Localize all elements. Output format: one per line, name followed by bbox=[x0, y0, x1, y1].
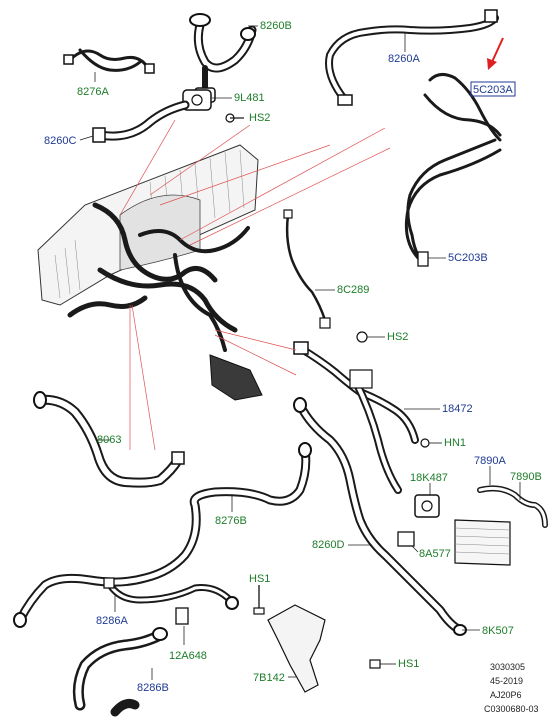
callout-8286B: 8286B bbox=[137, 682, 169, 694]
callout-HS1-a: HS1 bbox=[249, 573, 270, 585]
hose-8063 bbox=[33, 391, 185, 488]
pipe-8C289 bbox=[283, 209, 331, 329]
callout-8276B: 8276B bbox=[215, 515, 247, 527]
callout-8260D: 8260D bbox=[312, 539, 344, 551]
callout-8C289: 8C289 bbox=[337, 284, 369, 296]
red-leader-lines bbox=[119, 119, 391, 451]
highlight-arrow bbox=[487, 37, 504, 70]
callout-8260B: 8260B bbox=[260, 20, 292, 32]
valve-9L481 bbox=[182, 89, 212, 111]
callout-7890A: 7890A bbox=[474, 455, 506, 467]
callout-5C203A: 5C203A bbox=[473, 84, 513, 96]
reference-block: 3030305 45-2019 AJ20P6 C0300680-03 bbox=[484, 662, 539, 714]
callout-8286A: 8286A bbox=[96, 615, 128, 627]
callout-8260C: 8260C bbox=[44, 135, 76, 147]
hose-8276A bbox=[63, 48, 155, 74]
hose-8276B bbox=[13, 442, 312, 628]
hose-8286A bbox=[103, 577, 239, 610]
bolt-HS2-mid bbox=[356, 331, 385, 343]
cooler-module bbox=[414, 485, 548, 566]
callout-8276A: 8276A bbox=[77, 86, 109, 98]
callout-8A577: 8A577 bbox=[419, 548, 451, 560]
hose-8260B bbox=[189, 13, 257, 103]
callout-12A648: 12A648 bbox=[169, 650, 207, 662]
callout-HS2-top: HS2 bbox=[249, 112, 270, 124]
clip-8A577 bbox=[397, 531, 415, 547]
pipe-assembly-5C203 bbox=[404, 73, 502, 267]
callout-7B142: 7B142 bbox=[253, 672, 285, 684]
reference-line-2: 45-2019 bbox=[490, 676, 523, 686]
callout-8063: 8063 bbox=[97, 434, 121, 446]
bolt-HS2-top bbox=[225, 113, 244, 123]
bracket-7B142 bbox=[267, 604, 326, 693]
reference-line-3: AJ20P6 bbox=[490, 690, 522, 700]
callout-9L481: 9L481 bbox=[234, 92, 265, 104]
hose-8260A bbox=[325, 9, 499, 106]
hose-8286B bbox=[72, 627, 168, 717]
callout-18K487: 18K487 bbox=[410, 472, 448, 484]
callout-HN1: HN1 bbox=[444, 437, 466, 449]
callout-8260A: 8260A bbox=[388, 53, 420, 65]
callout-HS1-b: HS1 bbox=[398, 658, 419, 670]
hose-8260D bbox=[293, 397, 467, 636]
fitting-12A648 bbox=[175, 607, 189, 625]
callout-5C203A-box bbox=[470, 81, 516, 97]
hose-center-assembly bbox=[293, 341, 419, 494]
hose-8260C bbox=[92, 100, 190, 143]
callout-18472: 18472 bbox=[442, 403, 473, 415]
bolt-HN1 bbox=[420, 438, 442, 448]
callout-8K507: 8K507 bbox=[482, 625, 514, 637]
reference-line-1: 3030305 bbox=[490, 662, 525, 672]
callout-7890B: 7890B bbox=[510, 471, 542, 483]
bolt-HS1-a bbox=[253, 585, 265, 615]
callout-5C203B: 5C203B bbox=[448, 252, 488, 264]
reference-line-4: C0300680-03 bbox=[484, 704, 539, 714]
callout-HS2-mid: HS2 bbox=[387, 331, 408, 343]
bolt-HS1-b bbox=[369, 659, 396, 669]
radiator-assembly bbox=[37, 144, 263, 401]
